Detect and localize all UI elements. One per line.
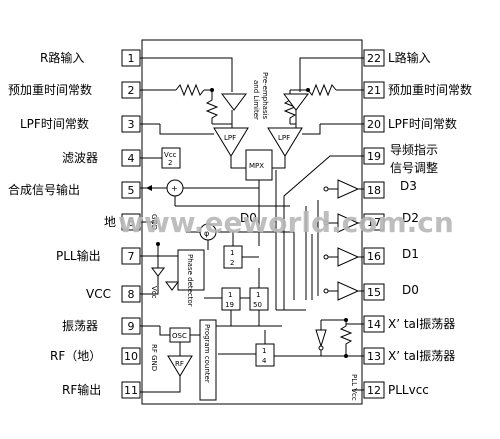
pin-label: LPF时间常数 <box>20 116 89 131</box>
pin-num: 8 <box>128 288 135 301</box>
pin-label: RF输出 <box>62 382 101 397</box>
pin-label: X’ tal振荡器 <box>388 317 455 331</box>
phase-detector-block <box>177 249 205 291</box>
pin-label: 导频指示 <box>390 142 438 157</box>
lpf-right-label: LPF <box>278 134 290 142</box>
div4-num: 1 <box>262 347 266 355</box>
pin-num: 5 <box>128 184 135 197</box>
vcc-half-block <box>161 147 181 169</box>
pin-label: RF（地） <box>50 349 101 363</box>
pin-num: 15 <box>367 286 381 299</box>
vcc-half-label: Vcc <box>164 151 177 159</box>
div19-num: 1 <box>228 291 232 299</box>
pin-num: 14 <box>367 318 381 331</box>
pin-box-18 <box>363 181 385 199</box>
pin-num: 21 <box>367 84 381 97</box>
left-pins: 1 2 3 4 5 6 7 8 9 10 11 R路输入 预加重时间常数 LPF… <box>8 49 141 399</box>
rf-label: RF <box>175 360 184 368</box>
pin-label: VCC <box>86 287 111 301</box>
right-pins: 22 21 20 19 18 17 16 15 14 13 12 L路输入 预加… <box>363 49 472 399</box>
program-counter-label: Program counter <box>203 324 211 383</box>
pin-label: D2 <box>402 211 419 225</box>
pin-label: D1 <box>402 247 419 261</box>
pin-label-line2: 信号调整 <box>390 160 438 175</box>
pin-num: 13 <box>367 350 381 363</box>
pin-label: 合成信号输出 <box>8 182 80 197</box>
gnd-label: GND <box>150 214 158 230</box>
div50-num: 1 <box>256 291 260 299</box>
div2-num: 1 <box>230 249 234 257</box>
pin-num: 4 <box>128 152 135 165</box>
pin-label: LPF时间常数 <box>388 116 457 131</box>
pin-label: 滤波器 <box>62 151 98 165</box>
pin-box-10 <box>121 347 141 365</box>
limiter-label: and Limiter <box>252 80 260 120</box>
pin-num: 10 <box>124 350 138 363</box>
vcc-half-den: 2 <box>168 159 172 167</box>
pll-vcc-label: PLL Vcc <box>350 374 358 401</box>
pin-box-17 <box>363 213 385 231</box>
div19-den: 19 <box>225 301 234 309</box>
pin-num: 16 <box>367 250 381 263</box>
pin-box-11 <box>121 381 141 399</box>
mpx-block <box>245 149 273 181</box>
pin-box-16 <box>363 247 385 265</box>
pin-num: 7 <box>128 250 135 263</box>
pin-label: X’ tal振荡器 <box>388 349 455 363</box>
pin-label: L路输入 <box>388 50 431 65</box>
pin-num: 20 <box>367 118 381 131</box>
program-counter-block <box>199 319 217 401</box>
pin-label: D0 <box>402 283 419 297</box>
pin-label: PLLvcc <box>388 383 429 397</box>
pin-num: 6 <box>128 216 135 229</box>
internal-labels: Pre-emphasis and Limiter LPF LPF MPX Vcc… <box>150 72 358 401</box>
pin-box-5 <box>121 181 141 199</box>
div50-den: 50 <box>253 301 262 309</box>
osc-label: OSC <box>172 332 187 340</box>
phase-detector-label: Phase detector <box>186 254 194 307</box>
div2-den: 2 <box>230 259 234 267</box>
pin-label: R路输入 <box>40 50 84 65</box>
pin-num: 2 <box>128 84 135 97</box>
lpf-left-label: LPF <box>224 134 236 142</box>
phi-symbol: φ <box>204 229 209 238</box>
vcc-pin-label: Vcc <box>150 286 158 299</box>
pin-label: 预加重时间常数 <box>8 82 92 97</box>
sum-symbol: + <box>171 184 178 193</box>
pin-num: 11 <box>124 384 138 397</box>
pin-num: 19 <box>367 150 381 163</box>
div4-den: 4 <box>262 357 267 365</box>
pin-num: 17 <box>367 216 381 229</box>
pin-num: 1 <box>128 52 135 65</box>
pin-label: PLL输出 <box>56 248 101 263</box>
pin-box-15 <box>363 283 385 301</box>
pin-label: 预加重时间常数 <box>388 82 472 97</box>
pin-label: 地 <box>104 215 116 229</box>
preemphasis-label: Pre-emphasis <box>261 72 269 120</box>
rf-gnd-label: RF GND <box>150 344 158 371</box>
pin-num: 18 <box>367 184 381 197</box>
pin-num: 12 <box>367 384 381 397</box>
pin-label: 振荡器 <box>62 319 98 333</box>
mpx-label: MPX <box>249 162 264 170</box>
internal-wiring <box>140 57 364 401</box>
d0-internal-label: D0 <box>240 211 257 225</box>
pin-num: 9 <box>128 320 135 333</box>
watermark: www.eeworld.com.cn <box>118 206 454 239</box>
pin-label: D3 <box>400 179 417 193</box>
pin-num: 3 <box>128 118 135 131</box>
pin-num: 22 <box>367 52 381 65</box>
